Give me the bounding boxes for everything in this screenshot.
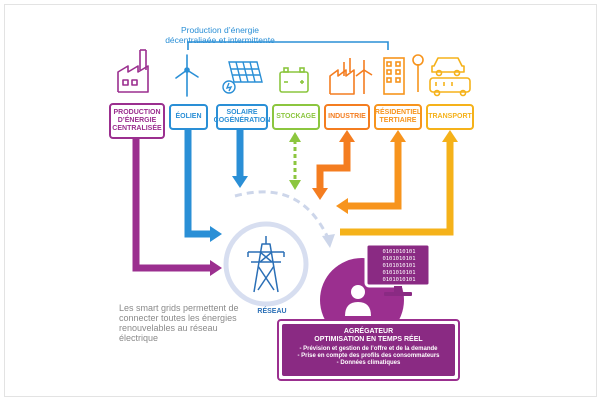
factory-icon <box>117 49 149 93</box>
header-line-1: Production d’énergie <box>181 25 259 35</box>
side-description: Les smart grids permettent de connecter … <box>119 303 239 343</box>
node-solaire-label: SOLAIRE COGÉNÉRATION <box>213 109 271 124</box>
node-residentiel: RÉSIDENTIEL TERTIAIRE <box>374 104 422 130</box>
computer-screen-icon <box>364 242 432 296</box>
node-stockage-label: STOCKAGE <box>276 113 316 120</box>
node-eolien-label: ÉOLIEN <box>175 113 202 120</box>
arrowhead-dashed-curve <box>322 234 335 248</box>
solar-panel-icon <box>222 61 263 94</box>
arrowhead-industrie-left <box>312 188 328 200</box>
flow-arrow-eolien <box>184 128 212 238</box>
header-bracket <box>187 41 389 50</box>
battery-icon <box>279 67 309 93</box>
arrowhead-eolien <box>210 226 222 242</box>
aggregator-panel: AGRÉGATEUR OPTIMISATION EN TEMPS RÉEL - … <box>282 324 455 376</box>
person-icon <box>345 285 371 316</box>
flow-arrow-industrie <box>316 140 351 190</box>
screen-row: 0101010101 <box>382 270 416 276</box>
arrowhead-solaire <box>232 176 248 188</box>
node-transport: TRANSPORT <box>426 104 474 130</box>
arrowhead-stockage-up <box>289 132 301 142</box>
aggregator-item: - Prévision et gestion de l’offre et de … <box>299 346 438 352</box>
header-title: Production d’énergie décentraliaée et in… <box>150 25 290 45</box>
flow-arrow-centralisee <box>132 138 212 272</box>
header-line-2: décentraliaée et intermittente <box>165 35 275 45</box>
arrowhead-residentiel-up <box>390 130 406 142</box>
screen-binary: 0101010101 0101010101 0101010101 0101010… <box>372 249 426 284</box>
building-icon <box>383 54 424 95</box>
node-industrie: INDUSTRIE <box>324 104 370 130</box>
wind-turbine-icon <box>175 54 199 97</box>
pylon-icon <box>247 236 285 293</box>
flow-arrow-transport <box>340 140 454 236</box>
industry-icon <box>329 58 373 95</box>
node-solaire: SOLAIRE COGÉNÉRATION <box>213 104 271 130</box>
reseau-label: RÉSEAU <box>257 308 287 315</box>
aggregator-title: AGRÉGATEUR <box>343 328 394 335</box>
aggregator-item: - Données climatiques <box>336 360 401 366</box>
screen-row: 0101010101 <box>382 256 416 262</box>
node-transport-label: TRANSPORT <box>428 113 472 120</box>
node-residentiel-label: RÉSIDENTIEL TERTIAIRE <box>374 109 422 124</box>
aggregator-subtitle: OPTIMISATION EN TEMPS RÉEL <box>314 336 423 343</box>
screen-row: 0101010101 <box>382 277 416 283</box>
flow-arrow-residentiel <box>346 140 402 210</box>
arrowhead-residentiel-left <box>336 198 348 214</box>
arrowhead-stockage-down <box>289 180 301 190</box>
node-eolien: ÉOLIEN <box>169 104 208 130</box>
node-centralisee: PRODUCTION D’ÉNERGIE CENTRALISÉE <box>109 103 165 139</box>
aggregator-item: - Prise en compte des profils des consom… <box>297 353 440 359</box>
flow-dashed-curve <box>234 190 330 239</box>
screen-row: 0101010101 <box>382 263 416 269</box>
arrowhead-transport <box>442 130 458 142</box>
aggregator-box: AGRÉGATEUR OPTIMISATION EN TEMPS RÉEL - … <box>277 319 460 381</box>
node-industrie-label: INDUSTRIE <box>328 113 366 120</box>
arrowhead-centralisee <box>210 260 222 276</box>
screen-row: 0101010101 <box>382 249 416 255</box>
reseau-circle <box>223 221 309 307</box>
car-bus-icon <box>429 57 471 97</box>
node-stockage: STOCKAGE <box>272 104 320 130</box>
node-centralisee-label: PRODUCTION D’ÉNERGIE CENTRALISÉE <box>112 109 162 132</box>
arrowhead-industrie <box>339 130 355 142</box>
